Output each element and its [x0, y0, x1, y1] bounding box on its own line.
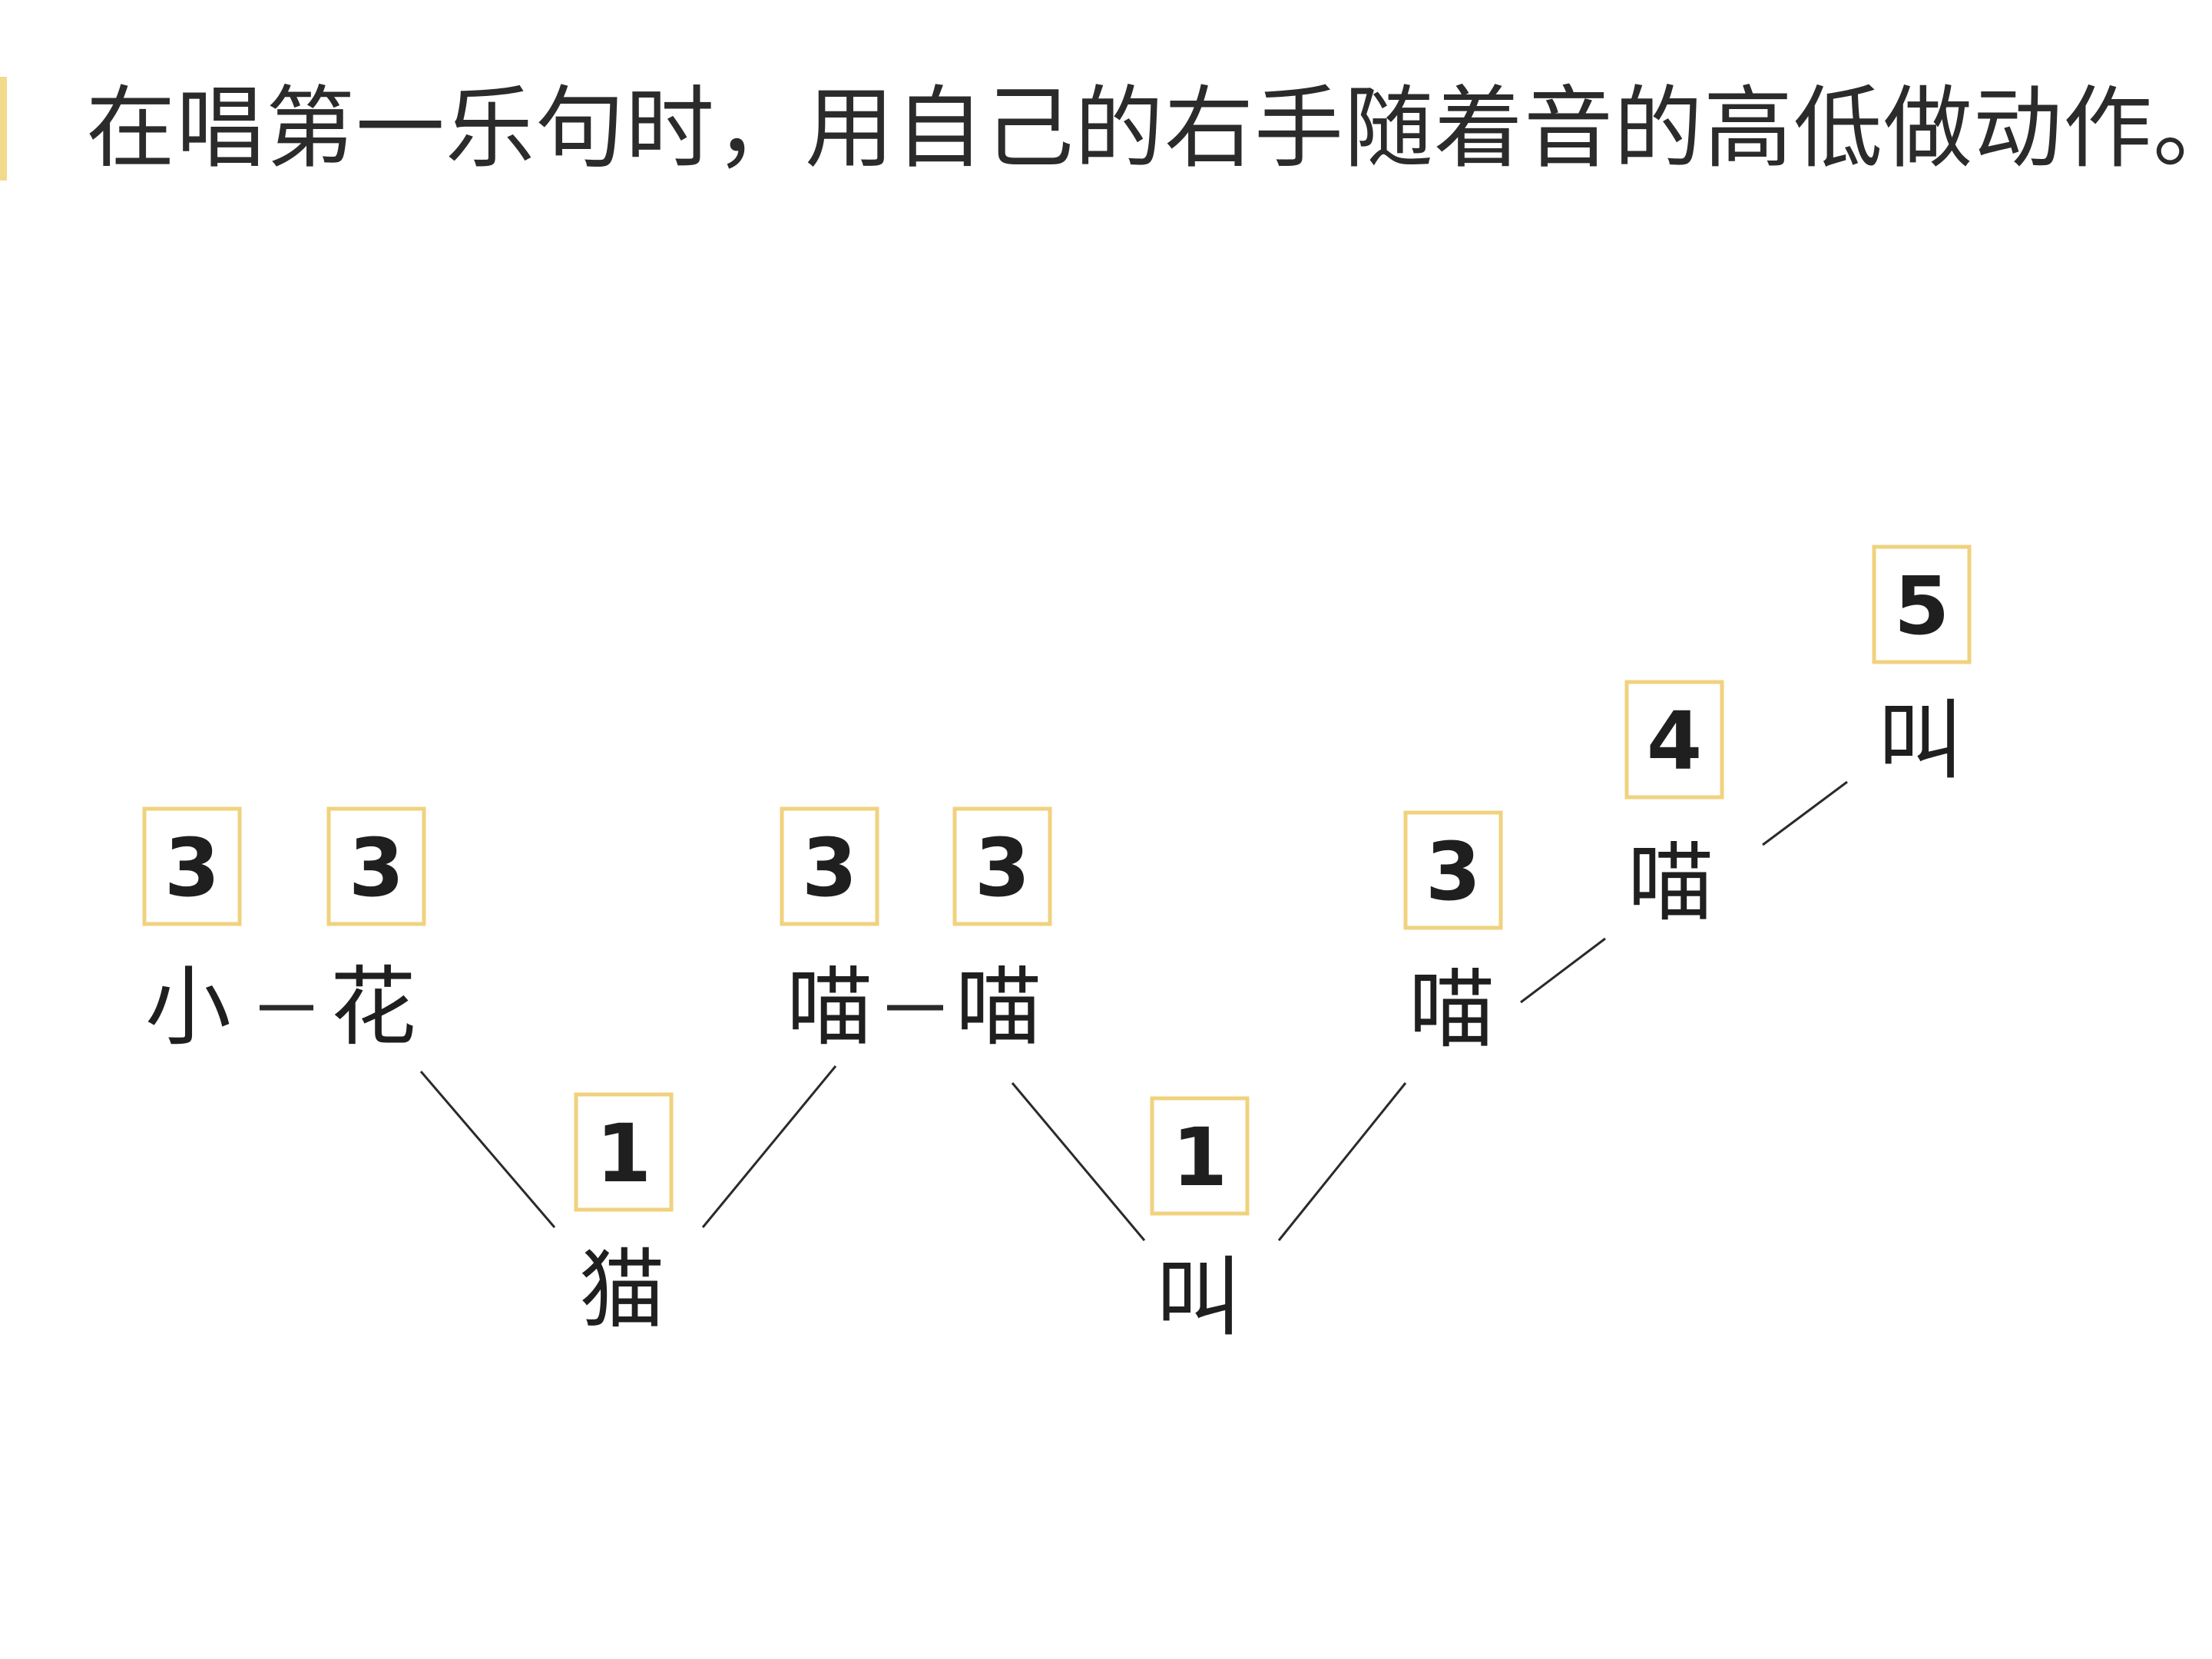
note-number: 3: [802, 821, 857, 915]
lyric-word: 喵: [786, 958, 873, 1058]
lyric-word: 叫: [1877, 691, 1963, 791]
note-number: 5: [1894, 559, 1949, 653]
connector-line: [1277, 1082, 1407, 1241]
accent-bar: [0, 77, 7, 180]
connector-line: [701, 1065, 837, 1228]
instruction-text: 在唱第一乐句时，用自己的右手随着音的高低做动作。: [86, 77, 2212, 180]
connector-line: [1011, 1082, 1146, 1241]
note-number: 4: [1647, 694, 1702, 788]
note-number: 1: [596, 1107, 651, 1200]
note-group: 3 喵: [780, 806, 879, 1058]
note-group: 5 叫: [1872, 545, 1972, 791]
note-number: 1: [1172, 1111, 1227, 1204]
note-box: [1150, 1096, 1250, 1216]
note-group: 1 猫: [574, 1092, 674, 1340]
connector-lines: [260, 780, 1848, 1241]
note-group: 1 叫: [1150, 1096, 1250, 1348]
lyric-word: 喵: [955, 958, 1041, 1058]
connector-line: [1520, 937, 1606, 1004]
note-box: [142, 806, 242, 926]
note-number: 3: [1426, 825, 1481, 919]
lyric-word: 喵: [1409, 960, 1495, 1060]
note-box: [1624, 680, 1724, 800]
note-group: 3 喵: [1403, 810, 1503, 1060]
lyric-word: 花: [330, 958, 416, 1058]
note-box: [574, 1092, 674, 1212]
note-box: [952, 806, 1052, 926]
note-group: 3 花: [326, 806, 426, 1058]
note-box: [1403, 810, 1503, 930]
note-group: 3 喵: [952, 806, 1052, 1058]
note-number: 3: [349, 821, 404, 915]
lyric-word: 喵: [1628, 833, 1714, 933]
lyric-word: 叫: [1155, 1248, 1241, 1348]
note-number: 3: [975, 821, 1030, 915]
lyric-word: 小: [145, 958, 231, 1058]
note-number: 3: [164, 821, 220, 915]
connector-line: [1762, 780, 1848, 846]
note-box: [326, 806, 426, 926]
note-box: [1872, 545, 1972, 664]
connector-line: [419, 1071, 556, 1228]
note-group: 4 喵: [1624, 680, 1724, 933]
note-box: [780, 806, 879, 926]
lyric-word: 猫: [579, 1240, 665, 1340]
note-group: 3 小: [142, 806, 242, 1058]
